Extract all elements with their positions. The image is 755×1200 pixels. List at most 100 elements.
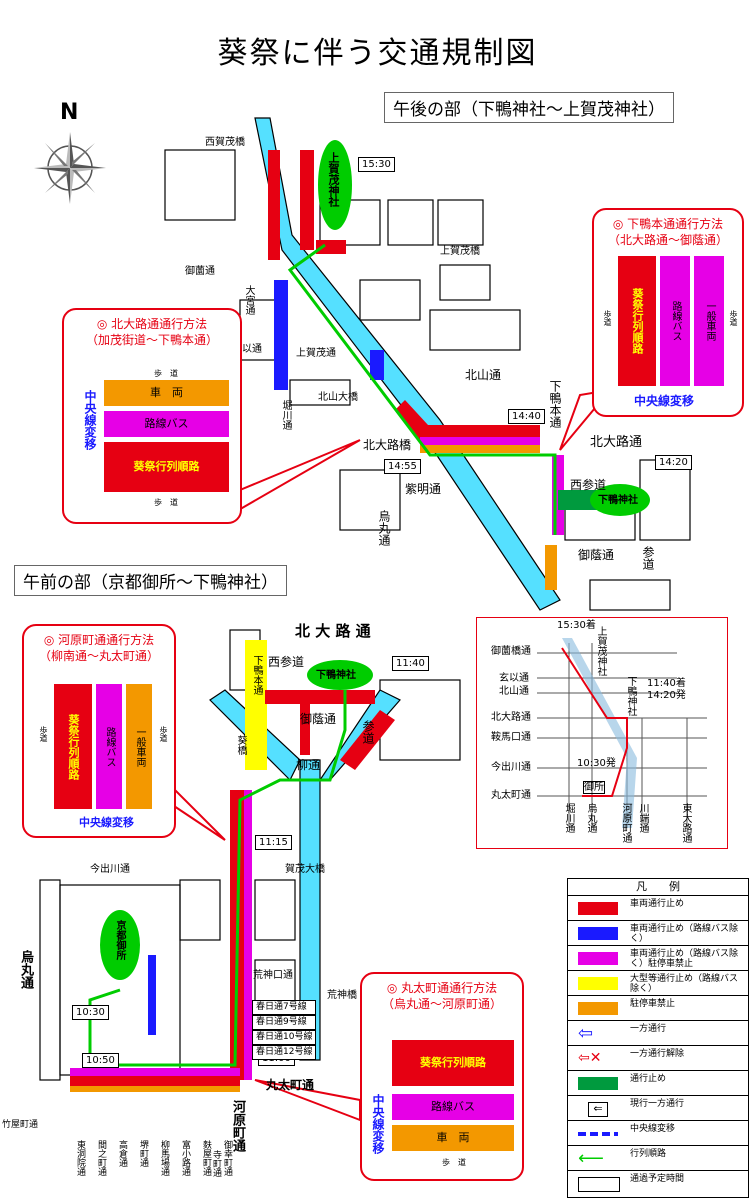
label-nishisando: 西参道: [570, 478, 607, 492]
hiking-line-3: 春日通12号線: [252, 1045, 317, 1060]
inset-col-3: 川端通: [637, 803, 648, 833]
legend-label: 車両通行止め（路線バス除く）: [630, 924, 739, 944]
legend-label: 一方通行解除: [630, 1049, 685, 1059]
shimogamo-shrine-label-b: 下鴨神社: [316, 670, 356, 681]
inset-col-2: 河原町通: [620, 803, 631, 843]
label-shimeito: 紫明通: [405, 482, 442, 496]
label-mikage-b: 御蔭通: [300, 712, 337, 726]
label-gengo: 玄以通: [232, 344, 262, 355]
label-kitayamabashi: 北山大橋: [318, 392, 358, 403]
label-yanagi: 柳通: [296, 758, 321, 772]
parade-route: [287, 243, 557, 535]
inset-time-3: 10:30発: [577, 758, 616, 769]
kamo-river: [209, 117, 561, 1061]
kawaramachi-left-walk: 歩道: [39, 726, 48, 742]
shimogamo-callout-title: ◎ 下鴨本通通行方法: [612, 217, 724, 231]
morning-section-label: 午前の部（京都御所～下鴨神社）: [14, 565, 287, 596]
legend-row: 駐停車禁止: [568, 995, 748, 1022]
marutamachi-callout: ◎ 丸太町通通行方法 （烏丸通～河原町通） 葵祭行列順路 路線バス 車 両 中央…: [360, 972, 524, 1181]
label-omiya: 大宮通: [243, 285, 254, 315]
marutamachi-lane-2: 車 両: [392, 1125, 514, 1151]
shimogamo-shrine-shape-a: [590, 484, 650, 516]
shimogamo-callout: ◎ 下鴨本通通行方法 （北大路通～御蔭通） 歩道 葵祭行列順路 路線バス 一般車…: [592, 208, 744, 417]
gosho-shape: [100, 910, 140, 980]
legend-row: ⇐現行一方通行: [568, 1095, 748, 1122]
hiking-line-1: 春日通9号線: [252, 1015, 317, 1030]
time-1440: 14:40: [508, 409, 545, 424]
legend-label: 通行止め: [630, 1074, 667, 1084]
kawaramachi-lane-2: 一般車両: [126, 684, 152, 809]
legend-row: ⟵行列順路: [568, 1145, 748, 1172]
legend-row: 通過予定時間: [568, 1170, 748, 1197]
label-kitaojibashi: 北大路橋: [363, 438, 412, 452]
label-nishisando-b: 西参道: [268, 655, 305, 669]
kitaoji-callout-title: ◎ 北大路通通行方法: [96, 317, 208, 331]
legend-swatch: [578, 952, 618, 965]
inset-place-1: 下鴨神社: [625, 676, 636, 716]
legend-row: 車両通行止め（路線バス除く）駐停車禁止: [568, 945, 748, 972]
kitaoji-lane-2: 葵祭行列順路: [104, 442, 229, 492]
bottom-street-7: 御幸町通: [222, 1140, 232, 1176]
shimogamo-shrine-shape-b: [307, 660, 373, 690]
legend-label: 大型等通行止め（路線バス除く）: [630, 974, 739, 994]
label-sando: 参道: [641, 546, 655, 570]
shimogamo-lane-0: 葵祭行列順路: [618, 256, 656, 386]
legend-row: 車両通行止め: [568, 895, 748, 922]
bottom-street-0: 東洞院通: [75, 1140, 85, 1176]
time-1115: 11:15: [255, 835, 292, 850]
time-1140: 11:40: [392, 656, 429, 671]
legend-swatch: ⟵: [578, 1148, 604, 1169]
shimogamo-shrine-label-a: 下鴨神社: [598, 495, 638, 506]
hiking-line-2: 春日通10号線: [252, 1030, 317, 1045]
time-1030: 10:30: [72, 1005, 109, 1020]
kamigamo-shrine-shape: [318, 140, 352, 230]
kamigamo-shrine-label: 上賀茂神社: [327, 152, 340, 207]
legend-swatch: [578, 902, 618, 915]
inset-map-lines: [537, 638, 707, 828]
hiking-line-0: 春日通7号線: [252, 1000, 317, 1015]
inset-row-5: 今出川通: [491, 762, 531, 773]
shimogamo-side-label: 中央線変移: [634, 394, 695, 408]
kitaoji-callout: ◎ 北大路通通行方法 （加茂街道～下鴨本通） 歩 道 車 両 路線バス 葵祭行列…: [62, 308, 242, 524]
compass: N: [30, 100, 110, 204]
kitaoji-top-walk: 歩 道: [154, 369, 178, 378]
legend-swatch: [578, 977, 618, 990]
marutamachi-side-label: 中央線変移: [371, 1094, 385, 1154]
inset-row-6: 丸太町通: [491, 790, 531, 801]
bottom-street-6: 麩屋町通: [201, 1140, 211, 1176]
kawaramachi-side-label: 中央線変移: [79, 816, 134, 829]
legend-row: 通行止め: [568, 1070, 748, 1097]
inset-row-0: 御薗橋通: [491, 646, 531, 657]
inset-place-0: 上賀茂神社: [595, 626, 606, 676]
time-1455: 14:55: [384, 459, 421, 474]
legend-row: 中央線変移: [568, 1120, 748, 1147]
label-kitaoji-dori: 北大路通: [590, 435, 643, 450]
legend-label: 現行一方通行: [630, 1099, 685, 1109]
inset-row-1: 玄以通: [499, 673, 529, 684]
afternoon-section-label: 午後の部（下鴨神社～上賀茂神社）: [384, 92, 674, 123]
hiking-lines: 春日通7号線 春日通9号線 春日通10号線 春日通12号線: [252, 1000, 317, 1060]
marutamachi-bottom-walk: 歩 道: [442, 1158, 466, 1167]
marutamachi-lane-0: 葵祭行列順路: [392, 1040, 514, 1086]
kawaramachi-lane-0: 葵祭行列順路: [54, 684, 92, 809]
legend-label: 駐停車禁止: [630, 999, 676, 1009]
legend-label: 車両通行止め: [630, 899, 685, 909]
legend-label: 一方通行: [630, 1024, 667, 1034]
legend-row: 車両通行止め（路線バス除く）: [568, 920, 748, 947]
legend-swatch: [578, 1132, 618, 1136]
label-kitayama: 北山通: [465, 368, 502, 382]
legend-swatch: ⇦: [578, 1023, 594, 1044]
time-1420: 14:20: [655, 455, 692, 470]
label-mikage: 御蔭通: [578, 548, 615, 562]
legend-row: 大型等通行止め（路線バス除く）: [568, 970, 748, 997]
label-kamigamodori: 上賀茂通: [296, 348, 336, 359]
parade-route-morning: [88, 690, 347, 1067]
inset-row-3: 北大路通: [491, 712, 531, 723]
inset-col-1: 烏丸通: [585, 803, 596, 833]
kitaoji-bottom-walk: 歩 道: [154, 498, 178, 507]
bottom-street-2: 高倉通: [117, 1140, 127, 1167]
kitaoji-lane-1: 路線バス: [104, 411, 229, 437]
label-horikawa: 堀川通: [280, 400, 291, 430]
inset-map: 15:30着 上賀茂神社 下鴨神社 11:40着 14:20発 10:30発 御…: [476, 617, 728, 849]
